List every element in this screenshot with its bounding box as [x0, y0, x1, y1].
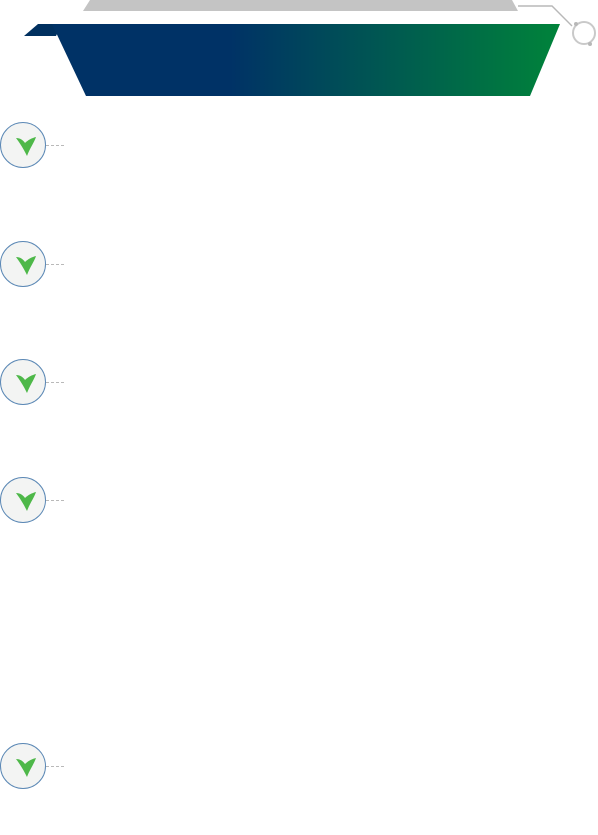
top-grey-bar	[83, 0, 518, 11]
leaf-chevron-icon	[16, 492, 36, 511]
node-connector-4	[46, 500, 64, 501]
connector-wire	[518, 5, 573, 27]
leaf-chevron-icon	[16, 374, 36, 393]
node-connector-3	[46, 382, 64, 383]
timeline-node-1	[0, 122, 46, 168]
timeline-node-3	[0, 359, 46, 405]
header-banner	[52, 24, 560, 96]
node-connector-5	[46, 766, 64, 767]
header-decoration	[24, 0, 596, 96]
leaf-chevron-icon	[16, 256, 36, 275]
node-connector-1	[46, 145, 64, 146]
timeline-node-5	[0, 743, 46, 789]
node-connector-2	[46, 264, 64, 265]
ring-ornament	[572, 21, 596, 45]
timeline-node-2	[0, 241, 46, 287]
leaf-chevron-icon	[16, 137, 36, 156]
header-tab	[24, 24, 62, 36]
leaf-chevron-icon	[16, 758, 36, 777]
timeline-node-4	[0, 477, 46, 523]
